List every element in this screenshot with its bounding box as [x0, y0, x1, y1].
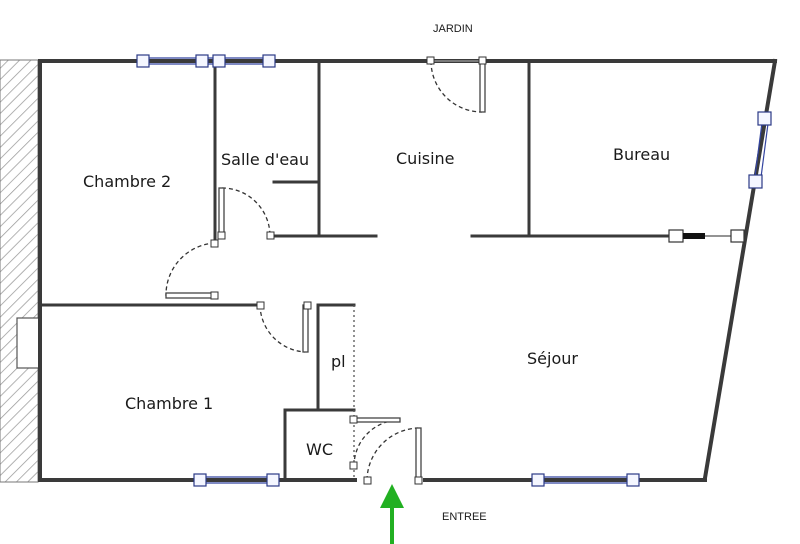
window-bureau-right: [748, 111, 772, 189]
label-placard: pl: [331, 352, 346, 371]
door-salle-deau: [217, 187, 275, 240]
door-wc: [349, 415, 401, 470]
window-chambre1-bottom: [193, 473, 280, 487]
label-jardin: JARDIN: [433, 23, 473, 35]
door-entree: [363, 427, 423, 485]
label-wc: WC: [306, 440, 333, 459]
outer-walls: [38, 58, 778, 482]
interior-walls: [38, 61, 672, 482]
label-cuisine: Cuisine: [396, 149, 455, 168]
label-entree: ENTREE: [442, 511, 487, 523]
door-chambre1: [256, 301, 312, 353]
exterior-hatched-wall: [0, 59, 40, 483]
bureau-sejour-opening: [668, 229, 745, 243]
label-salle-deau: Salle d'eau: [221, 150, 309, 169]
label-bureau: Bureau: [613, 145, 670, 164]
window-top-left: [136, 54, 276, 68]
entry-arrow-icon: [380, 484, 404, 544]
label-sejour: Séjour: [527, 349, 578, 368]
window-sejour-bottom: [531, 473, 640, 487]
door-jardin: [426, 56, 487, 113]
label-chambre-1: Chambre 1: [125, 394, 213, 413]
door-chambre2: [165, 239, 219, 300]
label-chambre-2: Chambre 2: [83, 172, 171, 191]
